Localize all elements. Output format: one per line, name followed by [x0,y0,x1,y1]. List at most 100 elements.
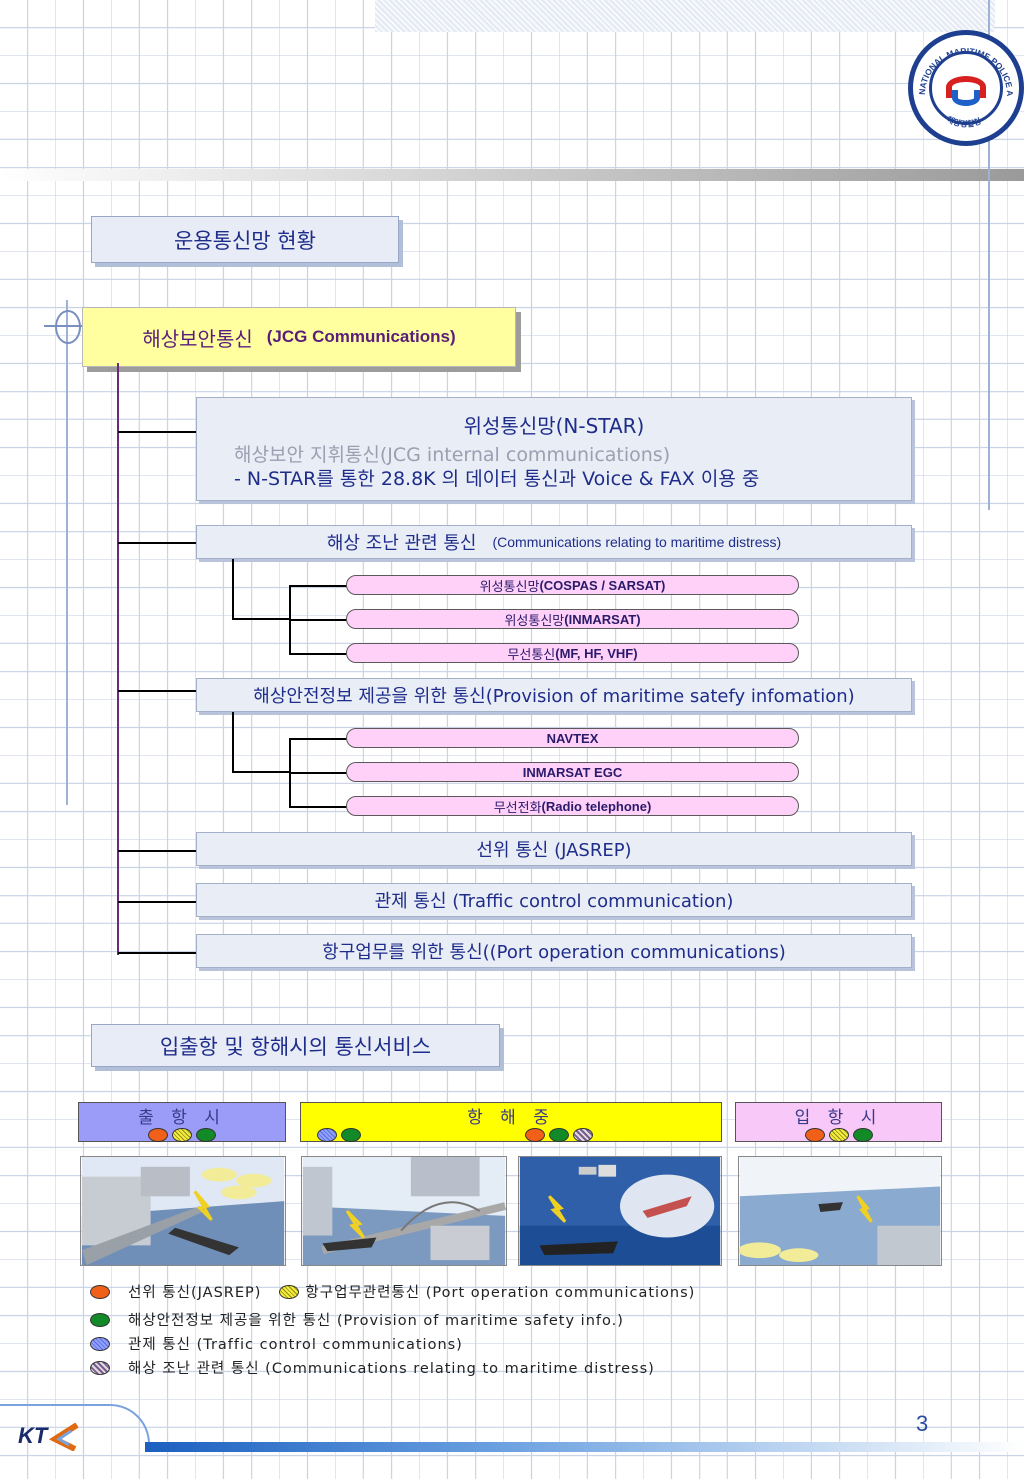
svg-text:해양경찰청: 해양경찰청 [945,114,982,129]
sub-branch-line [232,559,234,619]
header-divider [0,169,1024,181]
footer-bar [145,1442,1024,1452]
pill-inmarsat: 위성통신망(INMARSAT) [346,609,799,629]
pill-ko: 위성통신망 [504,612,565,628]
legend-row: 해상안전정보 제공을 위한 통신 (Provision of maritime … [90,1309,624,1330]
kt-logo: KT [18,1422,81,1452]
header-underway: 항 해 중 [300,1102,722,1142]
root-node-ko: 해상보안통신 [142,326,253,351]
bridge-underway-illustration [301,1156,507,1266]
left-guide-line [66,300,68,805]
distress-label-ko: 해상 조난 관련 통신 [326,533,477,554]
legend-row: 해상 조난 관련 통신 (Communications relating to … [90,1357,655,1378]
green-dot-icon [549,1128,569,1142]
root-node-en: (JCG Communications) [266,327,456,346]
maritime-police-seal-logo: NATIONAL MARITIME POLICE AGENCY 해양경찰청 [908,30,1024,146]
pill-radio-telephone: 무선전화 (Radio telephone) [346,796,799,816]
header-departure: 출 항 시 [78,1102,286,1142]
branch-line [118,850,196,852]
green-dot-icon [90,1312,110,1327]
port-departure-illustration [80,1156,286,1266]
pill-radio-mf-hf-vhf: 무선통신(MF, HF, VHF) [346,643,799,663]
yellow-hatched-dot-icon [828,1128,849,1142]
branch-line [118,901,196,903]
branch-line [118,431,196,433]
blue-hatched-dot-icon [317,1128,337,1142]
nstar-description: - N-STAR를 통한 28.8K 의 데이터 통신과 Voice & FAX… [234,468,760,490]
checkered-dot-icon [573,1128,593,1142]
legend-text: 해상 조난 관련 통신 (Communications relating to … [128,1361,655,1377]
pill-en: (MF, HF, VHF) [555,645,638,661]
legend-text: 선위 통신(JASREP) [128,1285,262,1301]
seal-blue-wave [952,90,980,106]
jasrep-panel: 선위 통신 (JASREP) [196,832,912,866]
branch-line [118,690,196,692]
arrival-dots [804,1128,873,1142]
nstar-panel: 위성통신망(N-STAR) 해상보안 지휘통신(JCG internal com… [196,397,912,501]
orange-dot-icon [804,1128,825,1142]
svg-text:NATIONAL MARITIME POLICE AGENC: NATIONAL MARITIME POLICE AGENCY [913,35,1015,96]
pill-en: INMARSAT EGC [522,764,623,780]
right-guide-line [988,0,990,510]
satellite-at-sea-illustration [518,1156,722,1266]
branch-line [118,542,196,544]
pill-ko: 무선통신 [507,646,556,662]
pill-en: NAVTEX [546,730,599,746]
green-dot-icon [341,1128,361,1142]
underway-dots-left [317,1128,361,1142]
sub-branch-line [289,619,347,621]
sub-branch-line [232,618,290,620]
pill-en: (INMARSAT) [564,611,641,627]
sub-branch-line [232,712,234,772]
checkered-dot-icon [90,1360,110,1375]
seal-red-wave [946,76,986,98]
underway-dots-right [525,1128,593,1142]
legend-text: 해상안전정보 제공을 위한 통신 (Provision of maritime … [128,1313,624,1329]
pill-ko: 위성통신망 [479,578,540,594]
pill-ko: 무선전화 [493,799,542,815]
nstar-subtitle: 해상보안 지휘통신(JCG internal communications) [234,444,671,466]
orange-dot-icon [525,1128,545,1142]
crosshair-circle [55,310,81,344]
traffic-control-panel: 관제 통신 (Traffic control communication) [196,883,912,917]
port-arrival-illustration [738,1156,942,1266]
sub-branch-line [289,806,347,808]
legend-row: 관제 통신 (Traffic control communications) [90,1333,463,1354]
underway-dots [301,1128,721,1142]
safety-info-panel: 해상안전정보 제공을 위한 통신(Provision of maritime s… [196,678,912,712]
nstar-title: 위성통신망(N-STAR) [463,414,645,438]
kt-logo-mark-icon [49,1422,79,1452]
orange-dot-icon [148,1128,168,1142]
legend-text: 항구업무관련통신 (Port operation communications) [305,1285,696,1301]
seal-lettering: NATIONAL MARITIME POLICE AGENCY 해양경찰청 [913,35,1015,129]
pill-navtex: NAVTEX [346,728,799,748]
seal-inner-ring [929,51,1003,125]
header-arrival: 입 항 시 [735,1102,942,1142]
header-arrival-label: 입 항 시 [794,1108,883,1128]
green-dot-icon [196,1128,216,1142]
sub-branch-line [289,772,347,774]
page-number: 3 [916,1411,929,1436]
green-dot-icon [852,1128,873,1142]
header-departure-label: 출 항 시 [138,1108,226,1128]
legend-row: 선위 통신(JASREP) 항구업무관련통신 (Port operation c… [90,1281,695,1302]
sub-branch-line [289,653,347,655]
port-operation-panel: 항구업무를 위한 통신((Port operation communicatio… [196,934,912,968]
branch-line [118,952,196,954]
pill-en: (Radio telephone) [541,798,652,814]
section-title-services: 입출항 및 항해시의 통신서비스 [91,1024,500,1067]
distress-label-en: (Communications relating to maritime dis… [492,534,782,550]
kt-logo-text: KT [18,1423,48,1448]
distress-panel: 해상 조난 관련 통신 (Communications relating to … [196,525,912,559]
pill-cospas-sarsat: 위성통신망(COSPAS / SARSAT) [346,575,799,595]
departure-dots [148,1128,216,1142]
yellow-hatched-dot-icon [172,1128,192,1142]
root-node-jcg: 해상보안통신 (JCG Communications) [82,307,516,367]
header-underway-label: 항 해 중 [467,1108,555,1128]
sub-branch-line [289,585,347,587]
blue-hatched-dot-icon [90,1336,110,1351]
sub-branch-line [232,771,290,773]
pill-inmarsat-egc: INMARSAT EGC [346,762,799,782]
top-pattern [375,0,995,32]
section-title-networks: 운용통신망 현황 [91,216,399,263]
